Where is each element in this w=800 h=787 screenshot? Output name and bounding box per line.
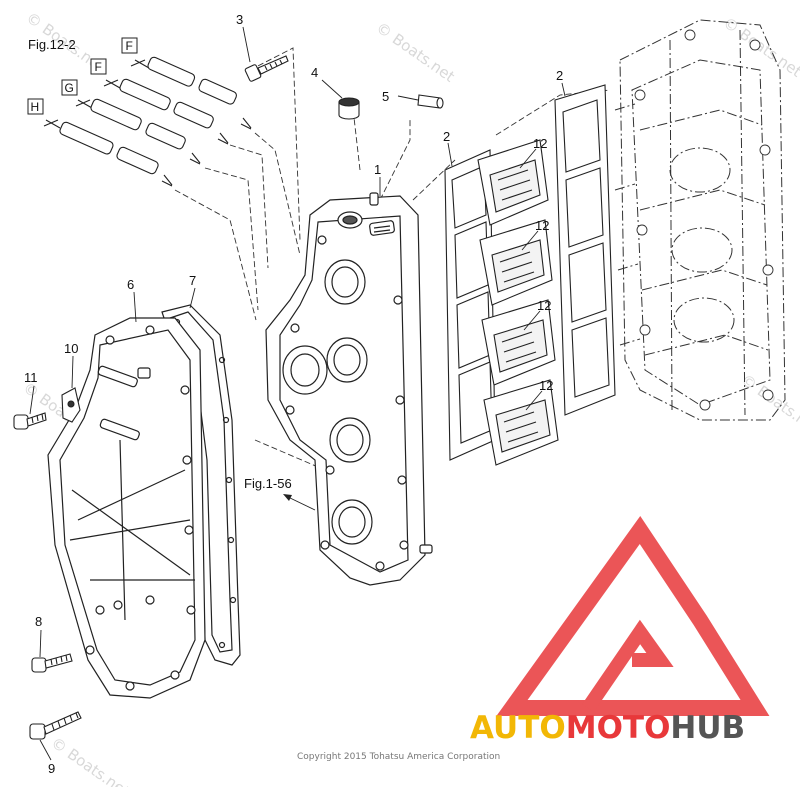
hose-row-2 xyxy=(103,78,229,145)
connector-box-g: G xyxy=(61,79,78,96)
svg-text:H: H xyxy=(31,100,40,114)
callout-6: 6 xyxy=(127,277,134,292)
bolt-part-3 xyxy=(244,55,289,82)
callout-2-right: 2 xyxy=(556,68,563,83)
screw-part-11 xyxy=(13,412,47,430)
callout-12-a: 12 xyxy=(533,136,547,151)
arrow-icon xyxy=(283,494,292,501)
leader-lines xyxy=(174,47,611,471)
brand-hub: HUB xyxy=(670,710,745,746)
logo-inner-mark-icon xyxy=(582,619,674,712)
logo-triangle-icon xyxy=(496,515,770,716)
callout-3: 3 xyxy=(236,12,243,27)
bolt-part-9 xyxy=(29,711,82,740)
hose-row-4 xyxy=(43,119,173,187)
engine-block-bosses xyxy=(634,29,774,411)
callout-1: 1 xyxy=(374,162,381,177)
svg-text:F: F xyxy=(126,39,133,53)
brand-auto: AUTO xyxy=(470,710,566,746)
reed-gasket-left xyxy=(444,149,496,461)
hose-row-3 xyxy=(75,98,201,165)
reed-valve-set xyxy=(477,139,559,466)
callout-5: 5 xyxy=(382,89,389,104)
callout-2-left: 2 xyxy=(443,129,450,144)
pin-part-5 xyxy=(417,94,444,109)
connector-box-f2: F xyxy=(90,58,107,75)
fig-12-2-label: Fig.12-2 xyxy=(28,37,76,52)
copyright-text: Copyright 2015 Tohatsu America Corporati… xyxy=(297,752,500,762)
svg-text:F: F xyxy=(95,60,102,74)
automotohub-logo xyxy=(496,515,770,716)
hose-set xyxy=(43,56,252,187)
clip-part-10 xyxy=(61,387,81,423)
manifold-part-1 xyxy=(265,192,433,586)
brand-wordmark: AUTOMOTOHUB xyxy=(470,710,745,746)
bolt-part-8 xyxy=(31,653,73,673)
watermark: © Boats.net xyxy=(48,734,133,787)
callout-4: 4 xyxy=(311,65,318,80)
reed-gasket-right xyxy=(554,84,616,416)
callout-8: 8 xyxy=(35,614,42,629)
watermark: © Boats.net xyxy=(373,19,458,86)
callout-12-d: 12 xyxy=(539,378,553,393)
connector-box-h: H xyxy=(27,98,44,115)
callout-7: 7 xyxy=(189,273,196,288)
svg-text:AUTOMOTOHUB: AUTOMOTOHUB xyxy=(470,710,745,746)
engine-block-outline xyxy=(614,19,786,421)
callout-10: 10 xyxy=(64,341,78,356)
svg-text:G: G xyxy=(65,81,74,95)
callout-11: 11 xyxy=(24,370,38,385)
callout-12-c: 12 xyxy=(537,298,551,313)
plug-part-4 xyxy=(338,97,360,120)
hose-row-1 xyxy=(130,56,252,130)
callout-12-b: 12 xyxy=(535,218,549,233)
brand-moto: MOTO xyxy=(566,710,671,746)
cover-part-6 xyxy=(47,317,206,699)
fig-1-56-label: Fig.1-56 xyxy=(244,476,292,491)
callout-9: 9 xyxy=(48,761,55,776)
connector-box-f1: F xyxy=(121,37,138,54)
